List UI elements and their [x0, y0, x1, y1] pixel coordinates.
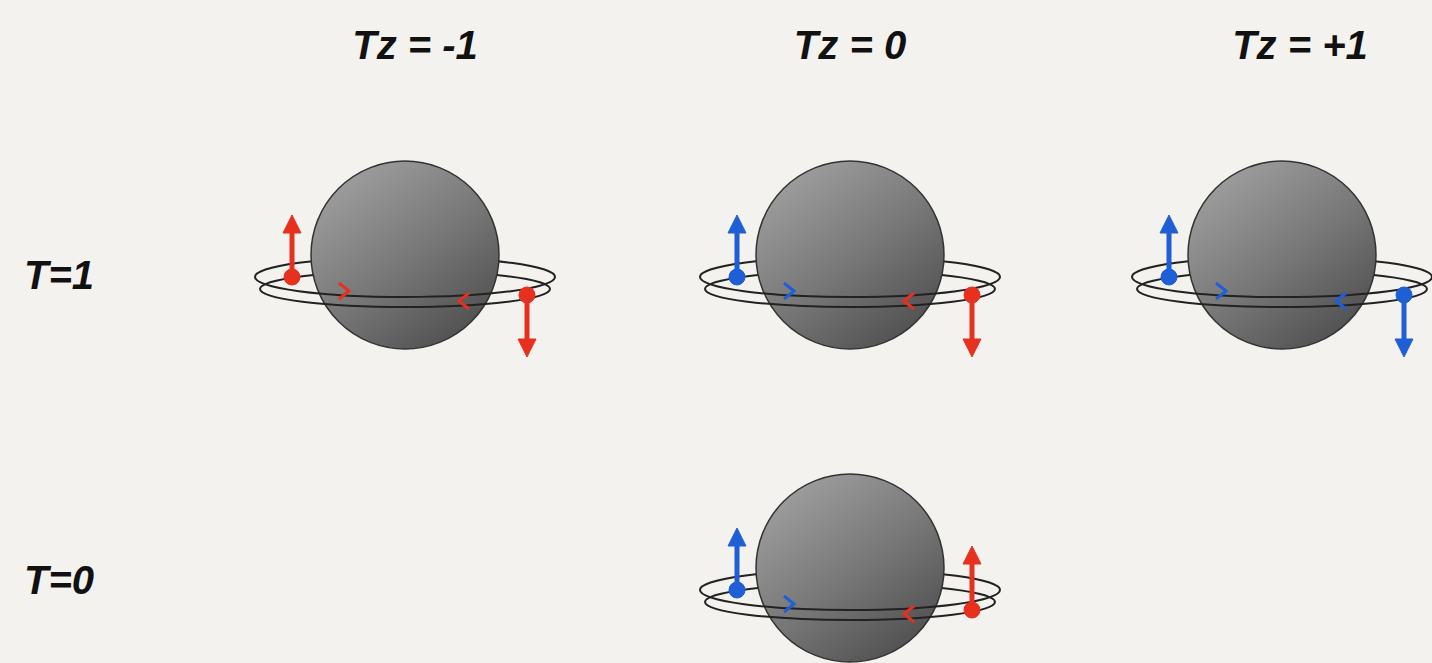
nucleus-pair-tz-plus [1132, 161, 1432, 357]
nucleus-pair-tz-minus [255, 161, 555, 357]
nucleus-pair-tz-zero [700, 161, 1000, 357]
column-label: Tz = +1 [1232, 25, 1368, 65]
column-label: Tz = 0 [794, 25, 906, 65]
nucleus-pair-t-zero [700, 474, 1000, 662]
row-label: T=1 [24, 255, 94, 295]
row-label: T=0 [24, 560, 94, 600]
column-label: Tz = -1 [352, 25, 478, 65]
